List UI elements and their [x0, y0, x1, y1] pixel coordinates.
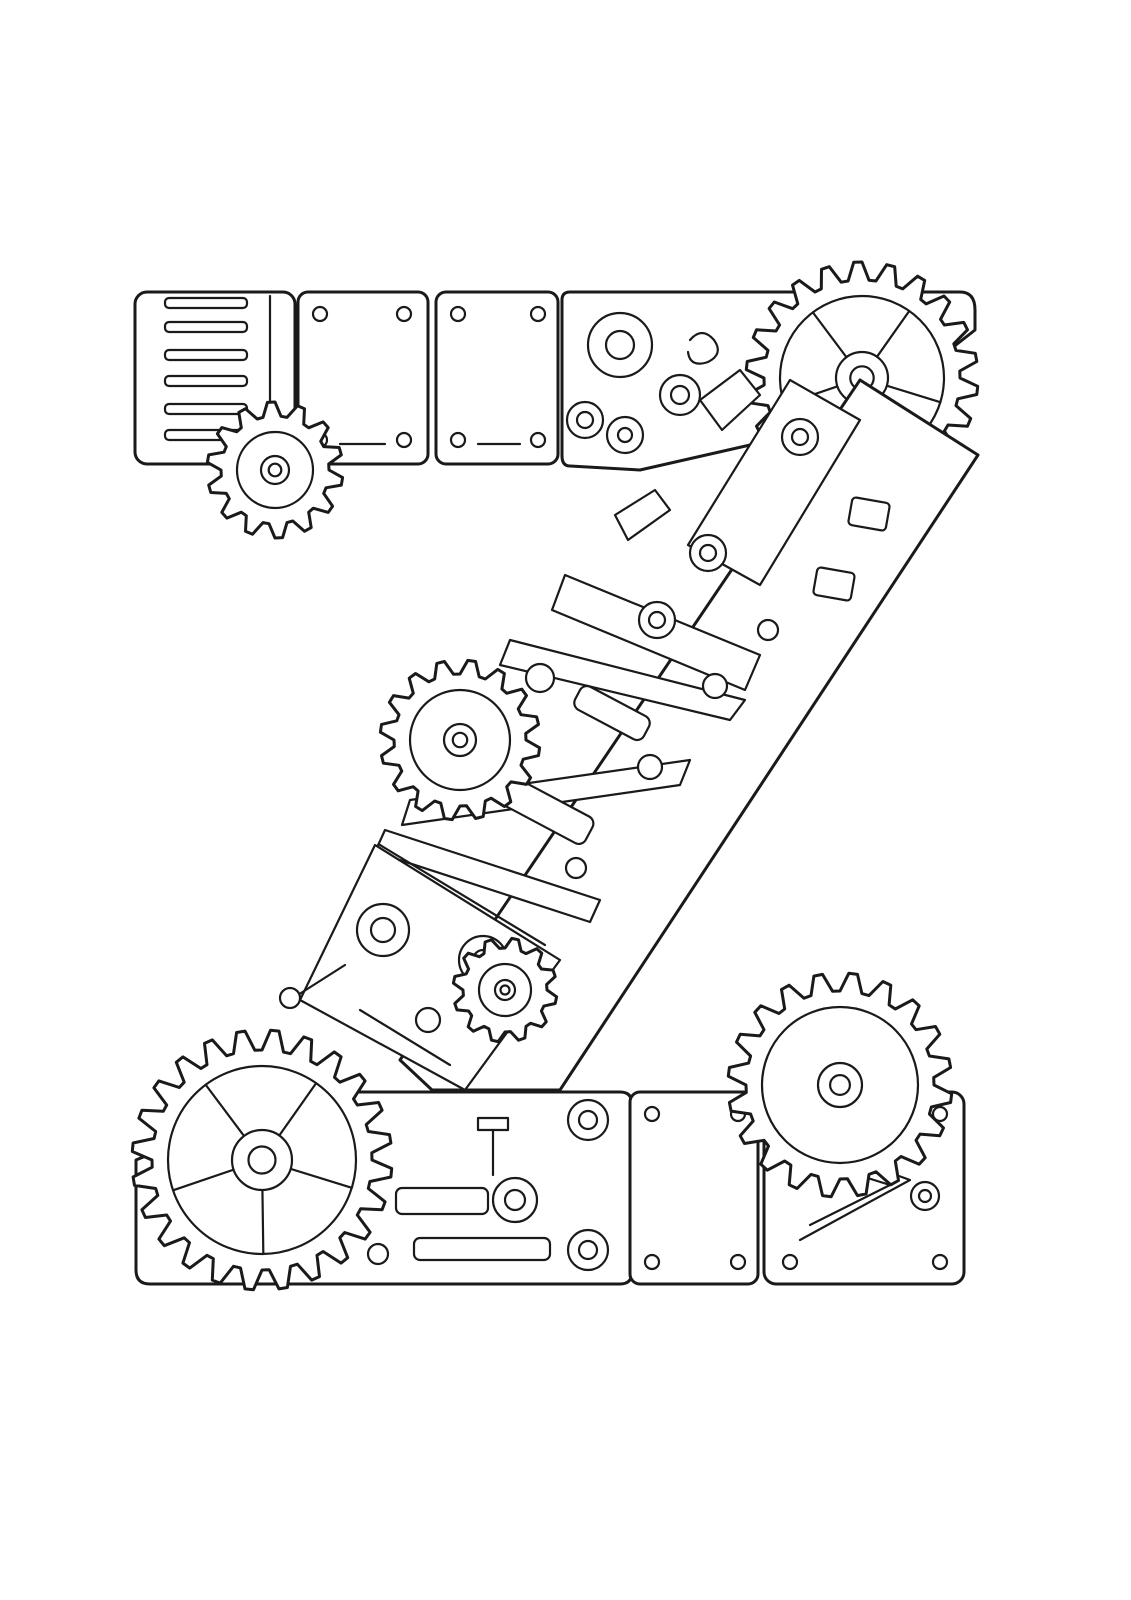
gear-icon	[726, 971, 954, 1199]
gear-icon	[205, 400, 345, 540]
valve-assembly	[366, 1098, 610, 1272]
gear-icon	[130, 1028, 394, 1292]
vent-icon	[163, 296, 249, 442]
gear-icon	[378, 658, 542, 822]
panel-icon	[434, 290, 560, 466]
panel-icon	[628, 1090, 760, 1286]
piston-icon	[613, 368, 891, 602]
panel-icon	[296, 290, 430, 466]
gear-icon	[451, 936, 559, 1044]
vent-panel	[133, 290, 297, 466]
